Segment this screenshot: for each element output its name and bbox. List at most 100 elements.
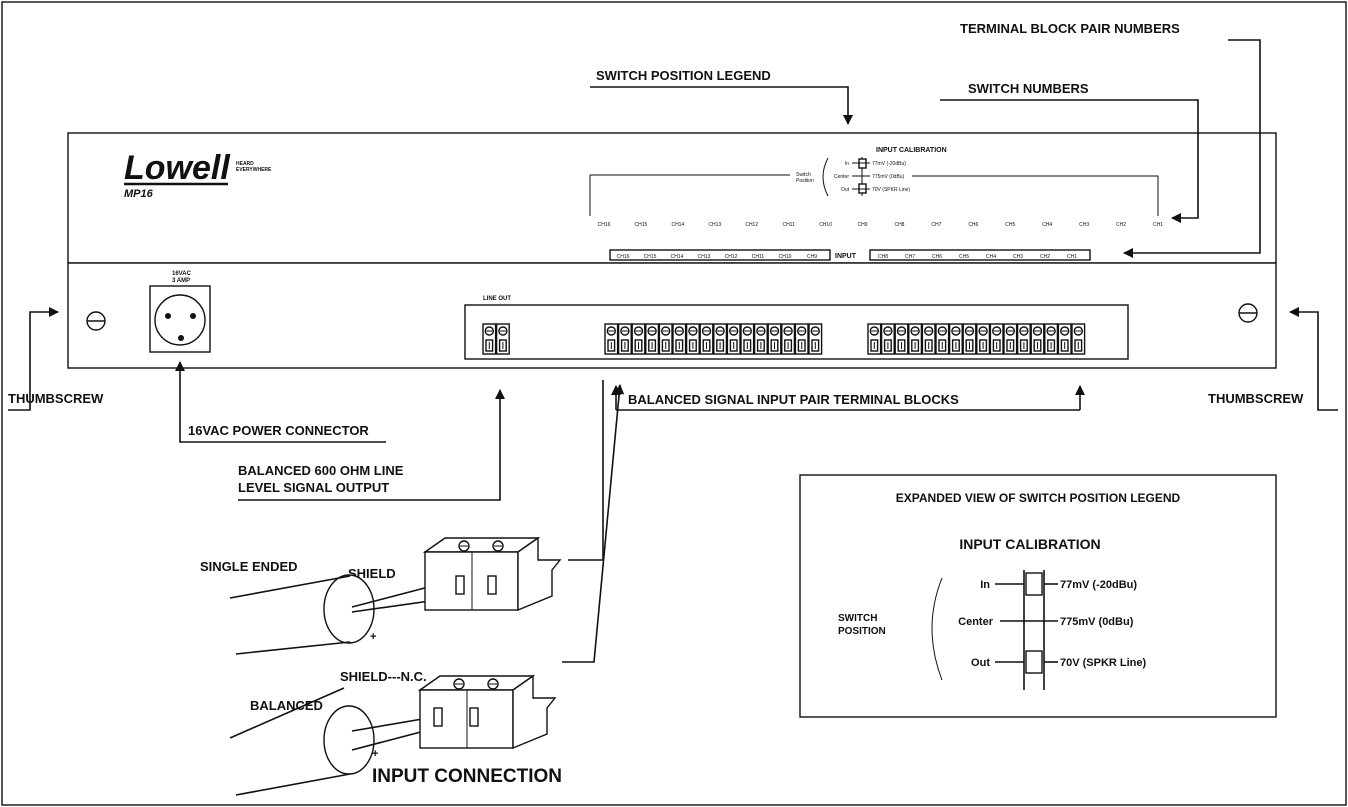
mini-legend-switch-1: Switch: [796, 172, 811, 178]
callout-terminal-blocks: BALANCED SIGNAL INPUT PAIR TERMINAL BLOC…: [628, 392, 959, 407]
switch-label-ch13: CH13: [708, 222, 721, 228]
line-out-terminal-2: [495, 323, 510, 355]
mini-legend-val-center: 775mV (0dBu): [872, 174, 905, 180]
input-right-terminal-5: [921, 323, 936, 355]
block-label-ch9: CH9: [807, 254, 817, 260]
input-left-terminal-15: [794, 323, 809, 355]
input-left-terminal-5: [658, 323, 673, 355]
block-label-ch5: CH5: [959, 254, 969, 260]
mini-legend-pos-center: Center: [834, 174, 849, 180]
callout-switch-numbers: SWITCH NUMBERS: [968, 81, 1089, 96]
shield-label: SHIELD: [348, 566, 396, 581]
mini-legend-val-out: 70V (SPKR Line): [872, 187, 910, 193]
input-left-terminal-13: [767, 323, 782, 355]
power-label-2: 3 AMP: [172, 278, 190, 284]
power-label-1: 16VAC: [172, 271, 192, 277]
input-right-terminal-10: [989, 323, 1004, 355]
switch-label-ch5: CH5: [1005, 222, 1015, 228]
input-right-terminal-3: [894, 323, 909, 355]
expanded-pos-center: Center: [958, 616, 994, 628]
switch-label-ch8: CH8: [894, 222, 904, 228]
line-out-terminal-block: [482, 323, 510, 355]
input-right-terminal-12: [1016, 323, 1031, 355]
input-left-terminal-1: [604, 323, 619, 355]
single-ended-cable-end: [323, 574, 375, 644]
block-label-ch1: CH1: [1067, 254, 1077, 260]
block-label-ch15: CH15: [644, 254, 657, 260]
callout-terminal-block-pair-numbers: TERMINAL BLOCK PAIR NUMBERS: [960, 21, 1180, 36]
callout-switch-position-legend: SWITCH POSITION LEGEND: [596, 68, 771, 83]
input-right-terminal-7: [948, 323, 963, 355]
input-right-terminal-14: [1044, 323, 1059, 355]
input-left-terminal-4: [645, 323, 660, 355]
expanded-legend-title: EXPANDED VIEW OF SWITCH POSITION LEGEND: [896, 491, 1181, 505]
expanded-pos-in: In: [980, 579, 990, 591]
switch-label-ch4: CH4: [1042, 222, 1052, 228]
expanded-switch-position-1: SWITCH: [838, 613, 877, 624]
input-right-terminal-16: [1071, 323, 1086, 355]
expanded-switch-position-2: POSITION: [838, 626, 886, 637]
input-right-terminal-15: [1057, 323, 1072, 355]
input-label-box-left: [609, 249, 831, 261]
input-right-terminal-11: [1003, 323, 1018, 355]
input-label-box-right: [869, 249, 1091, 261]
input-left-terminal-9: [713, 323, 728, 355]
line-out-label: LINE OUT: [483, 296, 511, 302]
input-right-terminal-4: [908, 323, 923, 355]
expanded-legend-box: [799, 474, 1277, 718]
input-right-terminal-2: [880, 323, 895, 355]
plus-balanced-label: +: [372, 748, 378, 760]
input-left-terminal-10: [726, 323, 741, 355]
balanced-label: BALANCED: [250, 698, 323, 713]
switch-label-ch10: CH10: [819, 222, 832, 228]
thumbscrew-left: [86, 311, 106, 331]
switch-label-ch9: CH9: [858, 222, 868, 228]
block-label-ch2: CH2: [1040, 254, 1050, 260]
switch-label-ch6: CH6: [968, 222, 978, 228]
single-ended-label: SINGLE ENDED: [200, 559, 298, 574]
block-label-ch13: CH13: [698, 254, 711, 260]
callout-line-output-2: LEVEL SIGNAL OUTPUT: [238, 480, 389, 495]
mini-legend-title: INPUT CALIBRATION: [876, 147, 947, 154]
brand-logo: Lowell: [124, 149, 231, 187]
brand-tagline-2: EVERYWHERE: [236, 167, 272, 173]
balanced-connector: [417, 674, 557, 750]
expanded-val-out: 70V (SPKR Line): [1060, 657, 1147, 669]
input-label: INPUT: [835, 253, 857, 260]
switch-label-ch11: CH11: [782, 222, 795, 228]
switch-label-ch15: CH15: [635, 222, 648, 228]
block-label-ch8: CH8: [878, 254, 888, 260]
input-right-terminal-8: [962, 323, 977, 355]
terminal-block-right: [867, 323, 1086, 355]
block-label-ch7: CH7: [905, 254, 915, 260]
input-left-terminal-8: [699, 323, 714, 355]
block-label-ch3: CH3: [1013, 254, 1023, 260]
switch-label-ch14: CH14: [671, 222, 684, 228]
model-label: MP16: [124, 188, 154, 200]
switch-label-ch16: CH16: [598, 222, 611, 228]
callout-power-connector: 16VAC POWER CONNECTOR: [188, 423, 369, 438]
block-label-ch12: CH12: [725, 254, 738, 260]
thumbscrew-right: [1238, 303, 1258, 323]
plus-label: +: [370, 631, 376, 643]
input-left-terminal-12: [753, 323, 768, 355]
switch-label-ch3: CH3: [1079, 222, 1089, 228]
input-left-terminal-11: [740, 323, 755, 355]
block-label-ch10: CH10: [779, 254, 792, 260]
input-left-terminal-16: [808, 323, 823, 355]
mini-legend-pos-in: In: [845, 161, 849, 167]
switch-label-ch1: CH1: [1153, 222, 1163, 228]
block-label-ch14: CH14: [671, 254, 684, 260]
single-ended-connector: [422, 536, 562, 612]
callout-line-output-1: BALANCED 600 OHM LINE: [238, 463, 404, 478]
terminal-block-left: [604, 323, 823, 355]
callout-thumbscrew-right: THUMBSCREW: [1208, 391, 1304, 406]
input-right-terminal-1: [867, 323, 882, 355]
input-connection-title: INPUT CONNECTION: [372, 766, 562, 787]
power-connector: [149, 285, 211, 353]
expanded-legend-subtitle: INPUT CALIBRATION: [959, 536, 1100, 552]
